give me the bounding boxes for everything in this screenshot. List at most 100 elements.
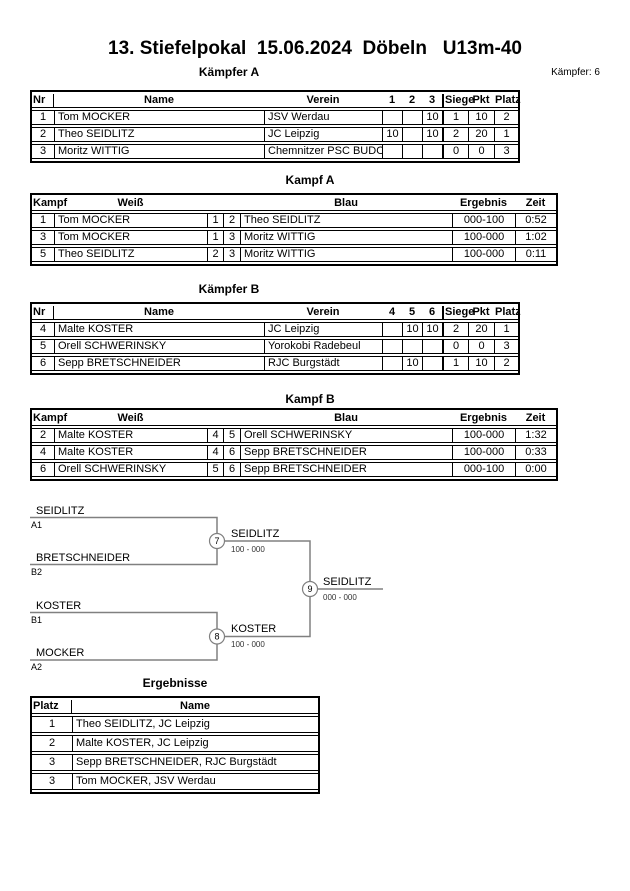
cell-blau: Orell SCHWERINSKY bbox=[240, 428, 452, 443]
semifinal-1-score: 100 - 000 bbox=[231, 545, 265, 554]
table-row: 2 Malte KOSTER, JC Leipzig bbox=[32, 735, 318, 752]
cell-blau-nr: 2 bbox=[223, 213, 240, 228]
col-header-wn bbox=[207, 412, 223, 426]
cell-score-5 bbox=[402, 339, 422, 354]
col-header-nr: Nr bbox=[32, 94, 54, 108]
cell-verein: RJC Burgstädt bbox=[264, 356, 382, 371]
kaempfer-a-caption: Kämpfer A bbox=[198, 65, 260, 79]
cell-zeit: 0:11 bbox=[515, 247, 556, 262]
cell-platz: 1 bbox=[494, 127, 518, 142]
cell-score-2 bbox=[402, 127, 422, 142]
bracket-slot-b2-name: BRETSCHNEIDER bbox=[36, 552, 130, 564]
table-row: 3 Tom MOCKER, JSV Werdau bbox=[32, 773, 318, 790]
col-header-ergebnis: Ergebnis bbox=[452, 197, 515, 211]
cell-nr: 5 bbox=[32, 339, 54, 354]
cell-score-5: 10 bbox=[402, 322, 422, 337]
table-row: 4 Malte KOSTER JC Leipzig 10 10 2 20 1 bbox=[32, 322, 518, 337]
table-row: 3 Tom MOCKER 1 3 Moritz WITTIG 100-000 1… bbox=[32, 230, 556, 245]
cell-score-3 bbox=[422, 144, 442, 159]
cell-name: Moritz WITTIG bbox=[54, 144, 264, 159]
cell-kampf-nr: 5 bbox=[32, 247, 54, 262]
cell-blau: Sepp BRETSCHNEIDER bbox=[240, 445, 452, 460]
cell-score-3: 10 bbox=[422, 127, 442, 142]
semifinal-2-winner-name: KOSTER bbox=[231, 623, 276, 635]
col-header-weiss: Weiß bbox=[54, 197, 207, 211]
final-winner-name: SEIDLITZ bbox=[323, 576, 372, 588]
page-title: 13. Stiefelpokal 15.06.2024 Döbeln U13m-… bbox=[108, 38, 522, 59]
semifinal-2-winner-line bbox=[217, 589, 311, 638]
cell-siege: 2 bbox=[442, 127, 468, 142]
cell-weiss: Tom MOCKER bbox=[54, 230, 207, 245]
ergebnisse-table: Platz Name 1 Theo SEIDLITZ, JC Leipzig 2… bbox=[30, 696, 320, 794]
cell-pkt: 20 bbox=[468, 322, 494, 337]
col-header-name: Name bbox=[54, 94, 264, 108]
cell-score-1 bbox=[382, 110, 402, 125]
cell-verein: JC Leipzig bbox=[264, 127, 382, 142]
cell-name: Tom MOCKER bbox=[54, 110, 264, 125]
col-header-zeit: Zeit bbox=[515, 197, 556, 211]
col-header-bn bbox=[223, 197, 240, 211]
cell-zeit: 1:02 bbox=[515, 230, 556, 245]
col-header-platz: Platz bbox=[32, 700, 72, 714]
kampf-b-table: Kampf Weiß Blau Ergebnis Zeit 2 Malte KO… bbox=[30, 408, 558, 481]
cell-blau-nr: 6 bbox=[223, 462, 240, 477]
cell-score-6 bbox=[422, 356, 442, 371]
kaempfer-b-caption: Kämpfer B bbox=[198, 282, 260, 296]
col-header-6: 6 bbox=[422, 306, 442, 320]
cell-pkt: 0 bbox=[468, 144, 494, 159]
table-row: 4 Malte KOSTER 4 6 Sepp BRETSCHNEIDER 10… bbox=[32, 445, 556, 460]
cell-name: Orell SCHWERINSKY bbox=[54, 339, 264, 354]
cell-zeit: 0:33 bbox=[515, 445, 556, 460]
col-header-kampf: Kampf bbox=[32, 197, 68, 211]
col-header-platz: Platz bbox=[494, 306, 521, 320]
kampf-a-grid: Kampf Weiß Blau Ergebnis Zeit 1 Tom MOCK… bbox=[32, 195, 556, 264]
cell-verein: JSV Werdau bbox=[264, 110, 382, 125]
table-row: 5 Orell SCHWERINSKY Yorokobi Radebeul 0 … bbox=[32, 339, 518, 354]
cell-siege: 0 bbox=[442, 339, 468, 354]
bracket-slot-b1-name: KOSTER bbox=[36, 600, 81, 612]
bracket-slot-a2-seed: A2 bbox=[31, 662, 42, 672]
cell-name: Tom MOCKER, JSV Werdau bbox=[72, 773, 318, 790]
cell-pkt: 0 bbox=[468, 339, 494, 354]
cell-score-4 bbox=[382, 339, 402, 354]
col-header-siege: Siege bbox=[442, 94, 474, 108]
cell-kampf-nr: 2 bbox=[32, 428, 54, 443]
cell-score-6 bbox=[422, 339, 442, 354]
cell-zeit: 0:52 bbox=[515, 213, 556, 228]
cell-name: Sepp BRETSCHNEIDER bbox=[54, 356, 264, 371]
cell-platz: 2 bbox=[494, 110, 518, 125]
match-8-circle bbox=[208, 628, 226, 645]
match-7-number: 7 bbox=[214, 536, 219, 546]
cell-blau: Moritz WITTIG bbox=[240, 247, 452, 262]
table-row: 3 Sepp BRETSCHNEIDER, RJC Burgstädt bbox=[32, 754, 318, 771]
col-header-blau: Blau bbox=[240, 412, 452, 426]
col-header-5: 5 bbox=[402, 306, 422, 320]
cell-blau-nr: 5 bbox=[223, 428, 240, 443]
cell-verein: Yorokobi Radebeul bbox=[264, 339, 382, 354]
match-8-number: 8 bbox=[214, 632, 219, 642]
cell-pkt: 20 bbox=[468, 127, 494, 142]
cell-nr: 6 bbox=[32, 356, 54, 371]
cell-nr: 4 bbox=[32, 322, 54, 337]
cell-weiss-nr: 1 bbox=[207, 230, 223, 245]
cell-score-6: 10 bbox=[422, 322, 442, 337]
col-header-4: 4 bbox=[382, 306, 402, 320]
bracket-slot-b2-seed: B2 bbox=[31, 567, 42, 577]
bracket-slot-a2-name: MOCKER bbox=[36, 647, 84, 659]
col-header-zeit: Zeit bbox=[515, 412, 556, 426]
col-header-verein: Verein bbox=[264, 94, 382, 108]
cell-score-4 bbox=[382, 322, 402, 337]
col-header-kampf: Kampf bbox=[32, 412, 68, 426]
final-score: 000 - 000 bbox=[323, 593, 357, 602]
cell-nr: 2 bbox=[32, 127, 54, 142]
col-header-name: Name bbox=[54, 306, 264, 320]
cell-score-1: 10 bbox=[382, 127, 402, 142]
cell-ergebnis: 000-100 bbox=[452, 462, 515, 477]
cell-verein: JC Leipzig bbox=[264, 322, 382, 337]
col-header-nr: Nr bbox=[32, 306, 54, 320]
cell-score-1 bbox=[382, 144, 402, 159]
col-header-2: 2 bbox=[402, 94, 422, 108]
table-row: 6 Sepp BRETSCHNEIDER RJC Burgstädt 10 1 … bbox=[32, 356, 518, 371]
cell-platz: 3 bbox=[32, 754, 72, 771]
cell-platz: 2 bbox=[494, 356, 518, 371]
